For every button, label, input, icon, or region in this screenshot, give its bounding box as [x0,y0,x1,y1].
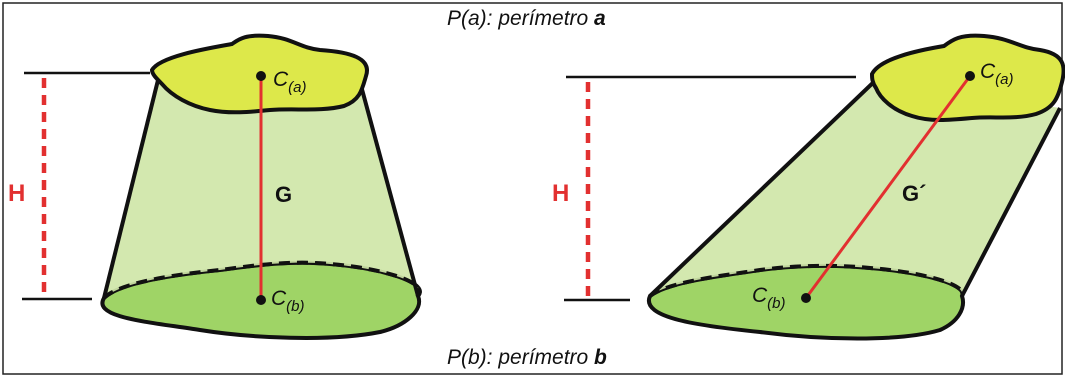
left-generatrix-label: G [275,182,292,207]
right-lateral-surface [650,80,1060,296]
left-bottom-center-sub: (b) [286,298,304,315]
bottom-caption-bold: b [594,346,607,369]
right-bottom-center-dot [801,293,811,303]
right-height-label: H [552,180,569,207]
right-figure [564,33,1065,341]
right-top-center-label: C(a) [980,60,1014,88]
left-side-edge-right [358,81,420,297]
left-bottom-center-base: C [271,287,287,310]
left-bottom-center-label: C(b) [271,287,305,315]
left-top-center-dot [256,71,266,81]
right-bottom-hidden-edge [648,263,965,298]
right-bottom-center-base: C [752,284,768,307]
right-side-edge-left [648,76,880,298]
left-bottom-hidden-edge [102,260,422,300]
right-bottom-center-label: C(b) [752,284,786,312]
left-top-center-base: C [273,68,289,91]
left-height-label: H [8,180,25,207]
top-caption-bold: a [594,7,606,30]
right-bottom-center-sub: (b) [767,295,785,312]
bottom-caption: P(b): perímetro b [447,346,607,369]
right-top-center-base: C [980,60,996,83]
top-caption-prefix: P(a): perímetro [447,7,594,30]
bottom-caption-prefix: P(b): perímetro [447,346,594,369]
right-generatrix-label: G´ [902,181,926,206]
left-figure [22,33,422,340]
top-caption: P(a): perímetro a [447,7,606,30]
right-top-center-dot [965,71,975,81]
right-top-center-sub: (a) [995,71,1013,88]
left-top-center-label: C(a) [273,68,307,96]
right-generatrix-line [804,75,972,299]
right-side-edge-right [960,107,1062,297]
left-bottom-center-dot [256,295,266,305]
left-top-center-sub: (a) [288,79,306,96]
left-side-edge-left [102,71,162,299]
